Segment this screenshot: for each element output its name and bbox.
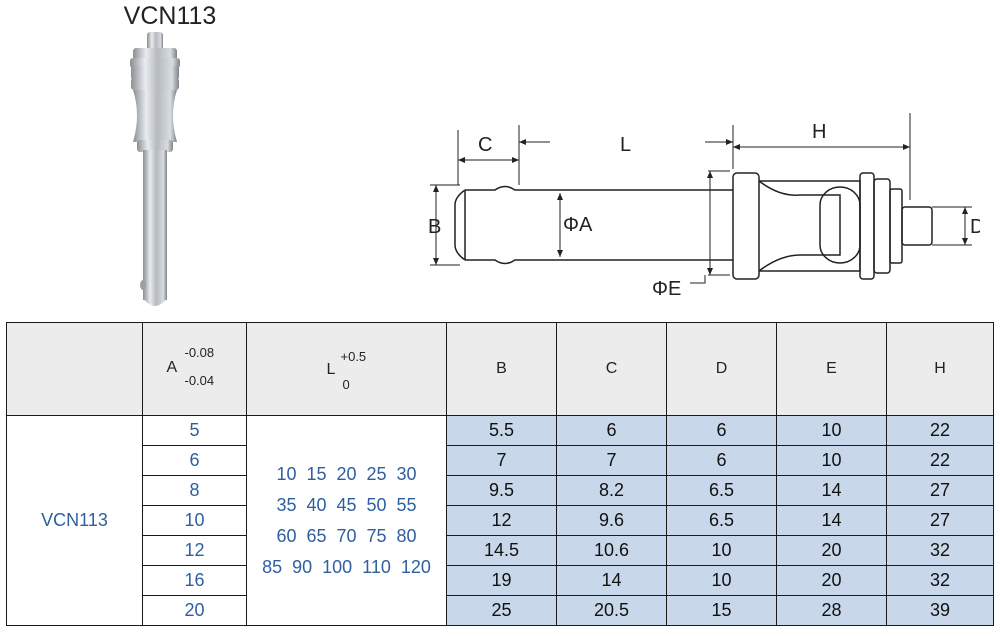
spec-table: A -0.08 -0.04 L +0.5 0 B C D E H VCN113 … [6, 322, 994, 626]
cell-h: 27 [886, 475, 994, 506]
cell-h: 27 [886, 505, 994, 536]
cell-c: 20.5 [556, 595, 667, 626]
length-line: 35 40 45 50 55 [276, 494, 417, 515]
cell-h: 32 [886, 535, 994, 566]
label-l: L [620, 134, 631, 156]
cell-e: 10 [776, 415, 887, 446]
table-row: 6 7 7 6 10 22 [7, 445, 994, 476]
label-b: B [428, 216, 441, 238]
dimension-drawing: C L H B ΦA D ΦE [428, 113, 980, 300]
header-h: H [886, 322, 994, 416]
cell-c: 14 [556, 565, 667, 596]
header-d: D [666, 322, 777, 416]
cell-e: 10 [776, 445, 887, 476]
a-value: 16 [142, 565, 247, 596]
label-phi-a: ΦA [563, 214, 593, 236]
a-value: 10 [142, 505, 247, 536]
table-row: 10 12 9.6 6.5 14 27 [7, 505, 994, 536]
a-value: 12 [142, 535, 247, 566]
cell-b: 5.5 [446, 415, 557, 446]
cell-c: 7 [556, 445, 667, 476]
header-b: B [446, 322, 557, 416]
cell-b: 25 [446, 595, 557, 626]
cell-c: 9.6 [556, 505, 667, 536]
header-model [6, 322, 143, 416]
cell-d: 15 [666, 595, 777, 626]
pin-photo [130, 32, 180, 306]
cell-e: 20 [776, 535, 887, 566]
cell-d: 6.5 [666, 505, 777, 536]
cell-e: 14 [776, 505, 887, 536]
cell-b: 7 [446, 445, 557, 476]
table-row: 8 9.5 8.2 6.5 14 27 [7, 475, 994, 506]
label-d: D [970, 216, 980, 238]
cell-b: 9.5 [446, 475, 557, 506]
a-value: 8 [142, 475, 247, 506]
cell-e: 14 [776, 475, 887, 506]
header-a: A -0.08 -0.04 [142, 322, 247, 416]
cell-d: 10 [666, 535, 777, 566]
cell-d: 6 [666, 415, 777, 446]
a-value: 5 [142, 415, 247, 446]
header-l: L +0.5 0 [246, 322, 447, 416]
table-header-row: A -0.08 -0.04 L +0.5 0 B C D E H [6, 322, 994, 416]
cell-e: 20 [776, 565, 887, 596]
cell-c: 10.6 [556, 535, 667, 566]
cell-h: 22 [886, 445, 994, 476]
a-value: 6 [142, 445, 247, 476]
cell-c: 6 [556, 415, 667, 446]
product-title: VCN113 [123, 2, 217, 30]
table-row: VCN113 5 10 15 20 25 30 35 40 45 50 55 6… [6, 415, 994, 626]
header-c: C [556, 322, 667, 416]
cell-b: 14.5 [446, 535, 557, 566]
cell-e: 28 [776, 595, 887, 626]
label-c: C [478, 134, 492, 156]
cell-c: 8.2 [556, 475, 667, 506]
cell-b: 12 [446, 505, 557, 536]
cell-h: 32 [886, 565, 994, 596]
table-row: 16 19 14 10 20 32 [7, 565, 994, 596]
length-options: 10 15 20 25 30 35 40 45 50 55 60 65 70 7… [246, 415, 447, 626]
model-cell: VCN113 [6, 415, 143, 626]
a-value: 20 [142, 595, 247, 626]
length-line: 85 90 100 110 120 [262, 556, 431, 577]
cell-d: 6 [666, 445, 777, 476]
cell-h: 22 [886, 415, 994, 446]
cell-d: 6.5 [666, 475, 777, 506]
table-row: 20 25 20.5 15 28 39 [7, 595, 994, 626]
length-line: 60 65 70 75 80 [276, 525, 417, 546]
label-h: H [812, 121, 826, 143]
cell-d: 10 [666, 565, 777, 596]
label-phi-e: ΦE [652, 278, 681, 300]
cell-h: 39 [886, 595, 994, 626]
cell-b: 19 [446, 565, 557, 596]
header-e: E [776, 322, 887, 416]
table-row: 12 14.5 10.6 10 20 32 [7, 535, 994, 566]
length-line: 10 15 20 25 30 [276, 463, 417, 484]
